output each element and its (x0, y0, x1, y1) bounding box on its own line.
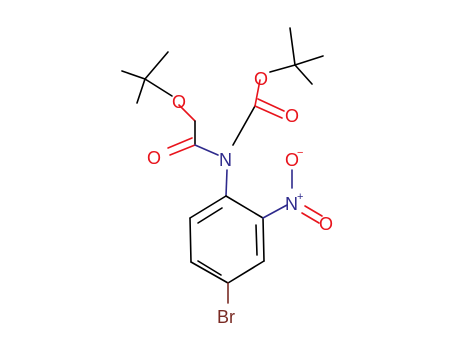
benzene-ring (189, 195, 265, 284)
atom-o-carbonyl-left: O (147, 148, 161, 168)
n-nitro-charge: + (297, 191, 303, 203)
tert-butyl-right (269, 27, 324, 85)
atom-o-carbonyl-right: O (285, 106, 299, 126)
atom-o-ester-right: O (254, 69, 268, 89)
atom-n-nitro: N (285, 194, 298, 214)
atom-o-nitro-right: O (319, 214, 333, 234)
n-aryl-bond (225, 169, 228, 197)
nitro-group (262, 169, 323, 224)
o-nitro-charge: − (297, 147, 303, 159)
atom-n-center: N (219, 150, 232, 170)
carbamate-right (232, 79, 285, 146)
tert-butyl-left (121, 51, 173, 104)
atom-o-nitro-top: O (285, 150, 299, 170)
atom-br: Br (217, 307, 235, 327)
carbamate-left (167, 104, 219, 156)
atom-o-ester-left: O (172, 92, 186, 112)
